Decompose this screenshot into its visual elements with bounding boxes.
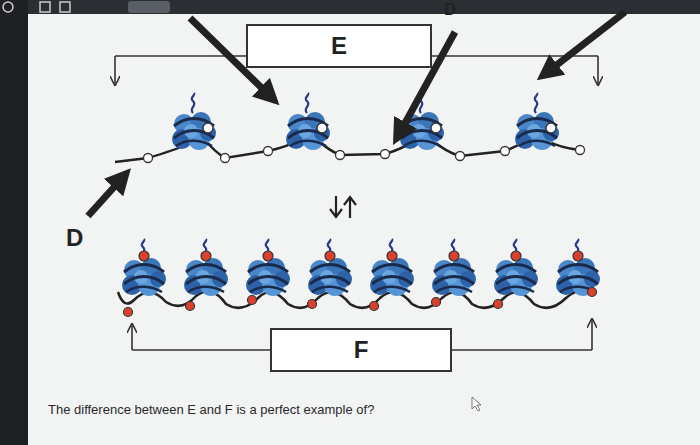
callout-letter: D bbox=[444, 0, 456, 20]
box-letter: F bbox=[354, 336, 369, 364]
label-box: E bbox=[246, 24, 432, 68]
label-box: F bbox=[270, 328, 452, 372]
question-caption: The difference between E and F is a perf… bbox=[48, 402, 374, 417]
callout-letter: D bbox=[66, 224, 83, 252]
box-letter: E bbox=[331, 32, 347, 60]
